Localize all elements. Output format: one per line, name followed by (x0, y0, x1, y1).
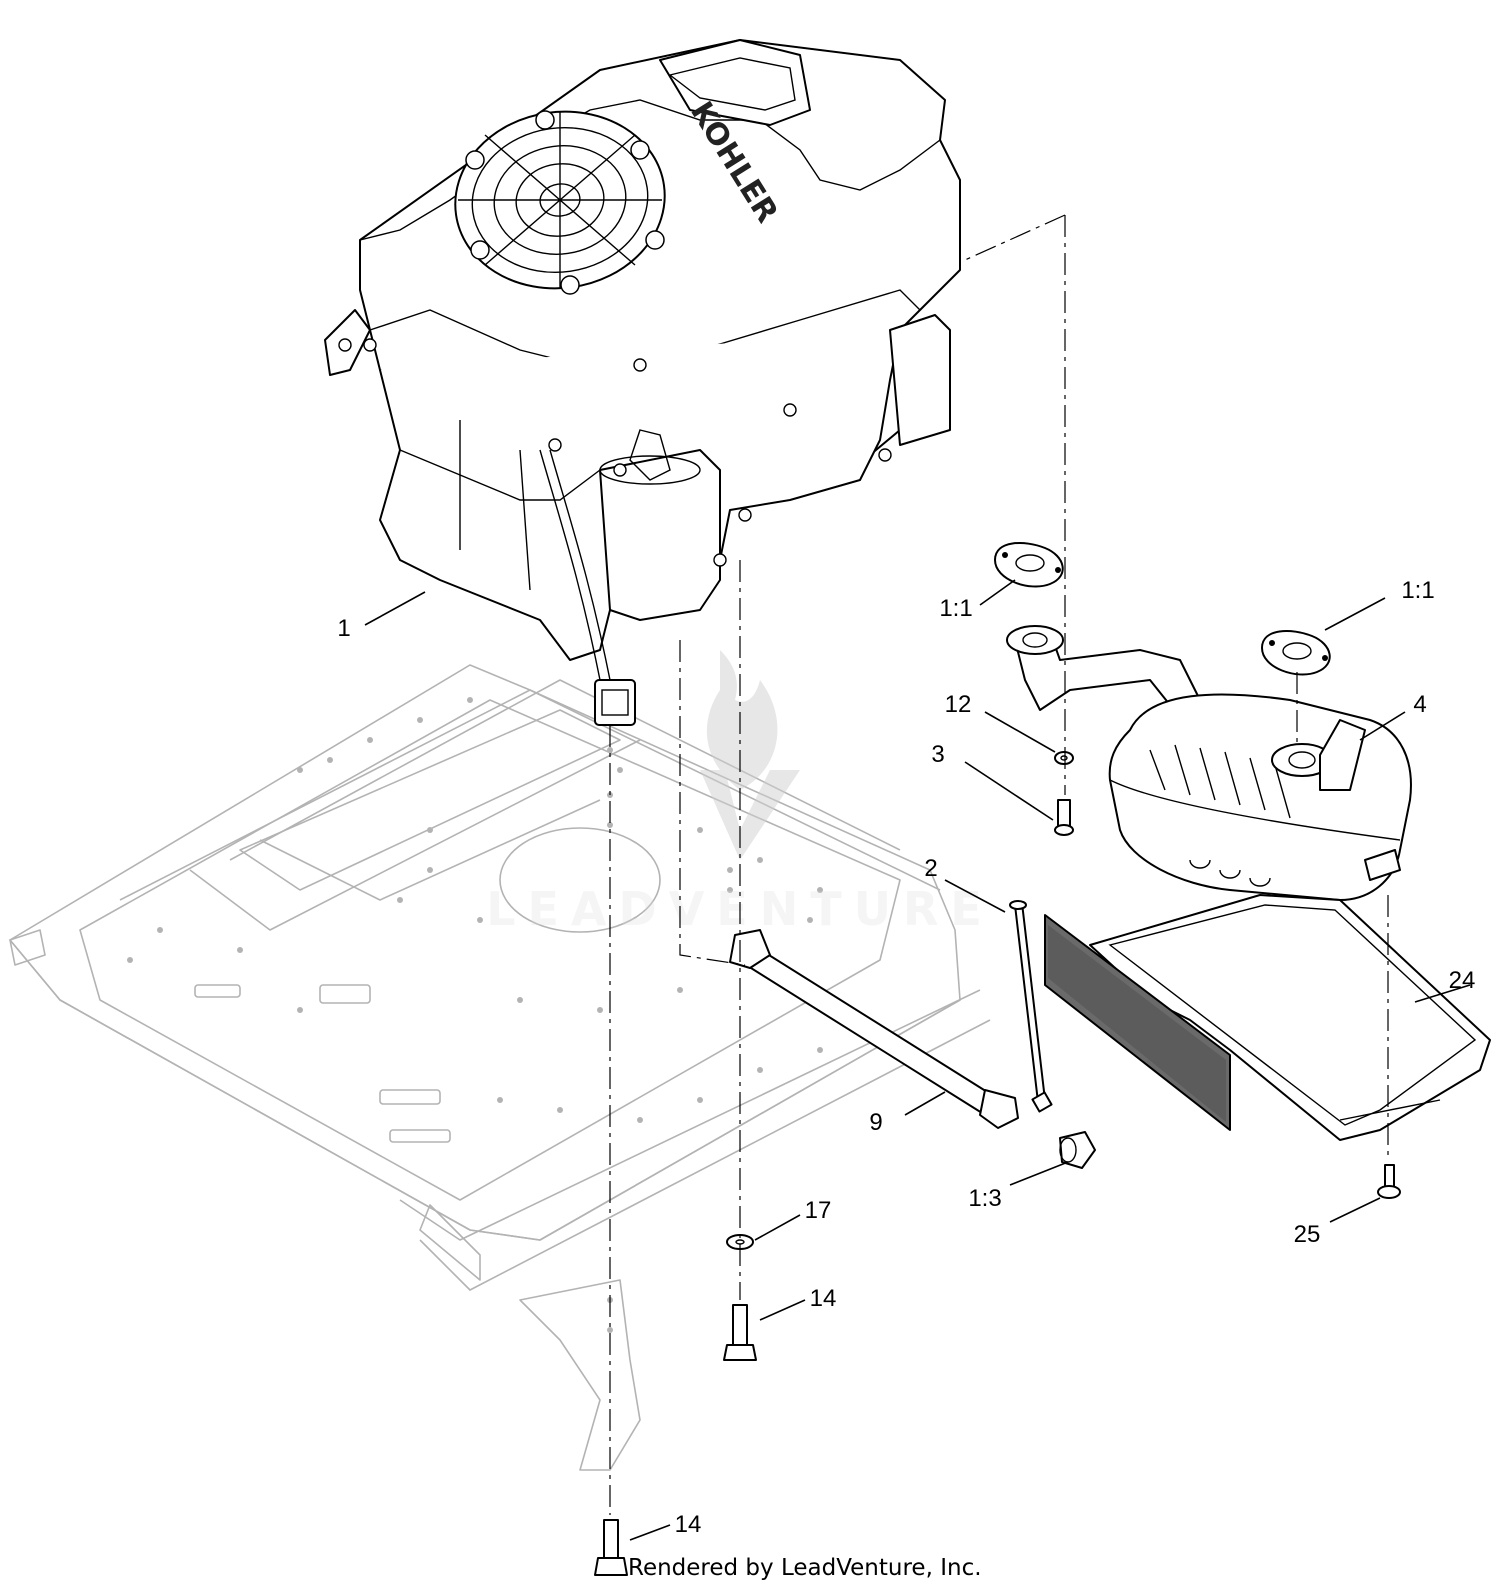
callout-3: 3 (931, 741, 944, 768)
gasket-lower (1261, 630, 1331, 676)
leader-lines (364, 579, 1471, 1541)
callout-12: 12 (945, 691, 972, 718)
gasket-upper (994, 542, 1064, 588)
callout-24: 24 (1449, 967, 1476, 994)
callout-1-1-a: 1:1 (939, 595, 972, 622)
engine-assembly: KOHLER (324, 39, 961, 726)
callout-labels: 1 1:1 1:1 4 12 3 2 24 9 1:3 25 17 14 14 (337, 577, 1475, 1538)
dipstick (1009, 900, 1053, 1113)
washer-12 (1054, 751, 1074, 765)
bolt-14-lower (594, 1519, 628, 1576)
callout-1-3: 1:3 (968, 1185, 1001, 1212)
callout-1-1-b: 1:1 (1401, 577, 1434, 604)
exhaust-pipe (1006, 625, 1201, 711)
bolt-3 (1054, 799, 1074, 836)
callout-14-a: 14 (810, 1285, 837, 1312)
callout-2: 2 (924, 855, 937, 882)
leadventure-watermark: LEADVENTURE (486, 650, 994, 936)
oil-drain-tube (729, 929, 1019, 1129)
chassis-frame (8, 664, 991, 1471)
rendered-by-footer: Rendered by LeadVenture, Inc. (628, 1555, 982, 1581)
callout-1: 1 (337, 615, 350, 642)
callout-4: 4 (1413, 691, 1426, 718)
callout-9: 9 (869, 1109, 882, 1136)
muffler (1108, 693, 1412, 901)
watermark-text: LEADVENTURE (486, 882, 994, 936)
bolt-14-upper (723, 1304, 757, 1361)
heat-shield (1044, 894, 1491, 1141)
assembly-center-lines (609, 214, 1389, 1515)
callout-14-b: 14 (675, 1511, 702, 1538)
screw-25 (1377, 1164, 1401, 1199)
callout-17: 17 (805, 1197, 832, 1224)
callout-25: 25 (1294, 1221, 1321, 1248)
